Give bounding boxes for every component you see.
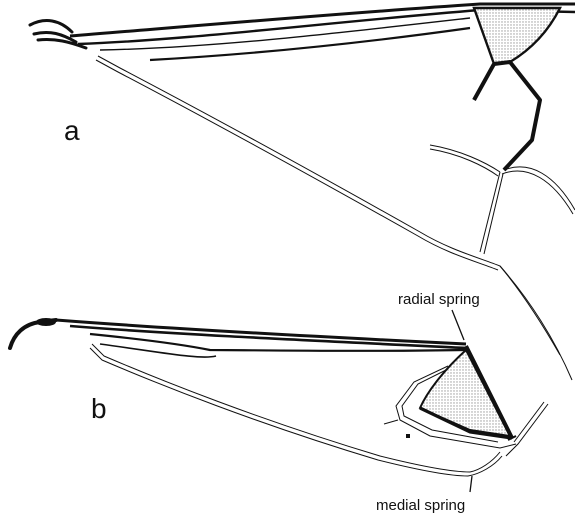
panel-b-lower-radius-vein	[100, 344, 216, 357]
panel-a-medial-vein	[480, 172, 503, 254]
radial-spring-leader-line	[452, 310, 464, 340]
panel-b-label: b	[91, 393, 107, 424]
panel-b-leading-edge-vein	[56, 320, 466, 344]
panel-b-tip-knob	[36, 318, 56, 326]
panel-a-subcostal-vein	[100, 18, 470, 50]
panel-b-costal-vein	[70, 326, 466, 348]
panel-a-label: a	[64, 115, 80, 146]
panel-b-medial-spring-vein	[468, 452, 502, 476]
panel-b-wing-drawing	[10, 266, 572, 476]
panel-a-y-junction	[474, 62, 540, 170]
panel-b-trailing-edge-inner	[90, 348, 468, 476]
panel-b-stippled-cell	[420, 350, 510, 436]
panel-b-trailing-edge	[92, 344, 470, 472]
panel-a-wing-drawing	[30, 4, 575, 355]
panel-b-right-spur	[506, 402, 548, 456]
panel-b-cell-stub	[384, 420, 398, 424]
panel-a-trailing-edge	[98, 56, 560, 355]
panel-a-radius-vein	[150, 28, 470, 60]
panel-a-crossvein-right	[502, 167, 575, 214]
medial-spring-label: medial spring	[376, 497, 465, 514]
radial-spring-label: radial spring	[398, 291, 480, 308]
panel-b-outer-curve	[500, 266, 572, 380]
panel-a-stippled-cell	[474, 8, 560, 64]
panel-a-crossvein-left	[430, 145, 500, 176]
medial-spring-leader-line	[470, 476, 472, 492]
panel-b-small-mark	[406, 434, 410, 438]
panel-a-trailing-edge-inner	[96, 60, 498, 270]
